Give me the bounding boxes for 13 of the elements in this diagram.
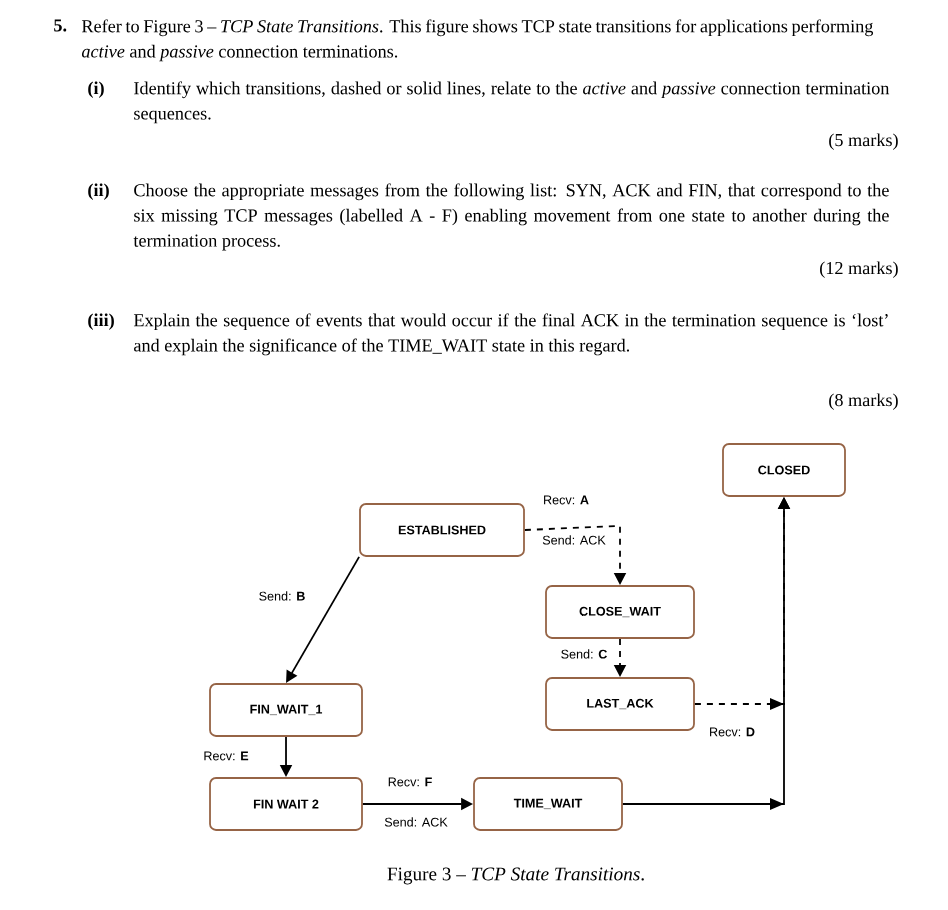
- question-text: Choose the appropriate messages from the following list: SYN, ACK and FIN, that correspond to the six missing TCP messages (labelled A - F) enabling movement from one state to another during the termination process.: [133, 183, 889, 251]
- arrow: [286, 556, 360, 683]
- question-text: (12 marks): [820, 261, 898, 278]
- question-text: (5 marks): [829, 133, 898, 150]
- question-number: 5.: [54, 19, 67, 32]
- question-number: (ii): [88, 183, 109, 200]
- question-number: (i): [88, 81, 104, 98]
- question-text: (8 marks): [829, 393, 898, 410]
- question-text: Refer to Figure 3 – TCP State Transitions. This figure shows TCP state transitions for applications performing active and passive connection terminations.: [81, 19, 874, 62]
- figure-caption: Figure 3 – TCP State Transitions.: [387, 867, 644, 885]
- question-number: (iii): [88, 313, 114, 330]
- question-text: Explain the sequence of events that would occur if the final ACK in the termination sequence is ‘lost’ and explain the significance of the TIME_WAIT state in this regard.: [133, 313, 888, 356]
- question-text: Identify which transitions, dashed or solid lines, relate to the active and passive connection termination sequences.: [134, 81, 890, 124]
